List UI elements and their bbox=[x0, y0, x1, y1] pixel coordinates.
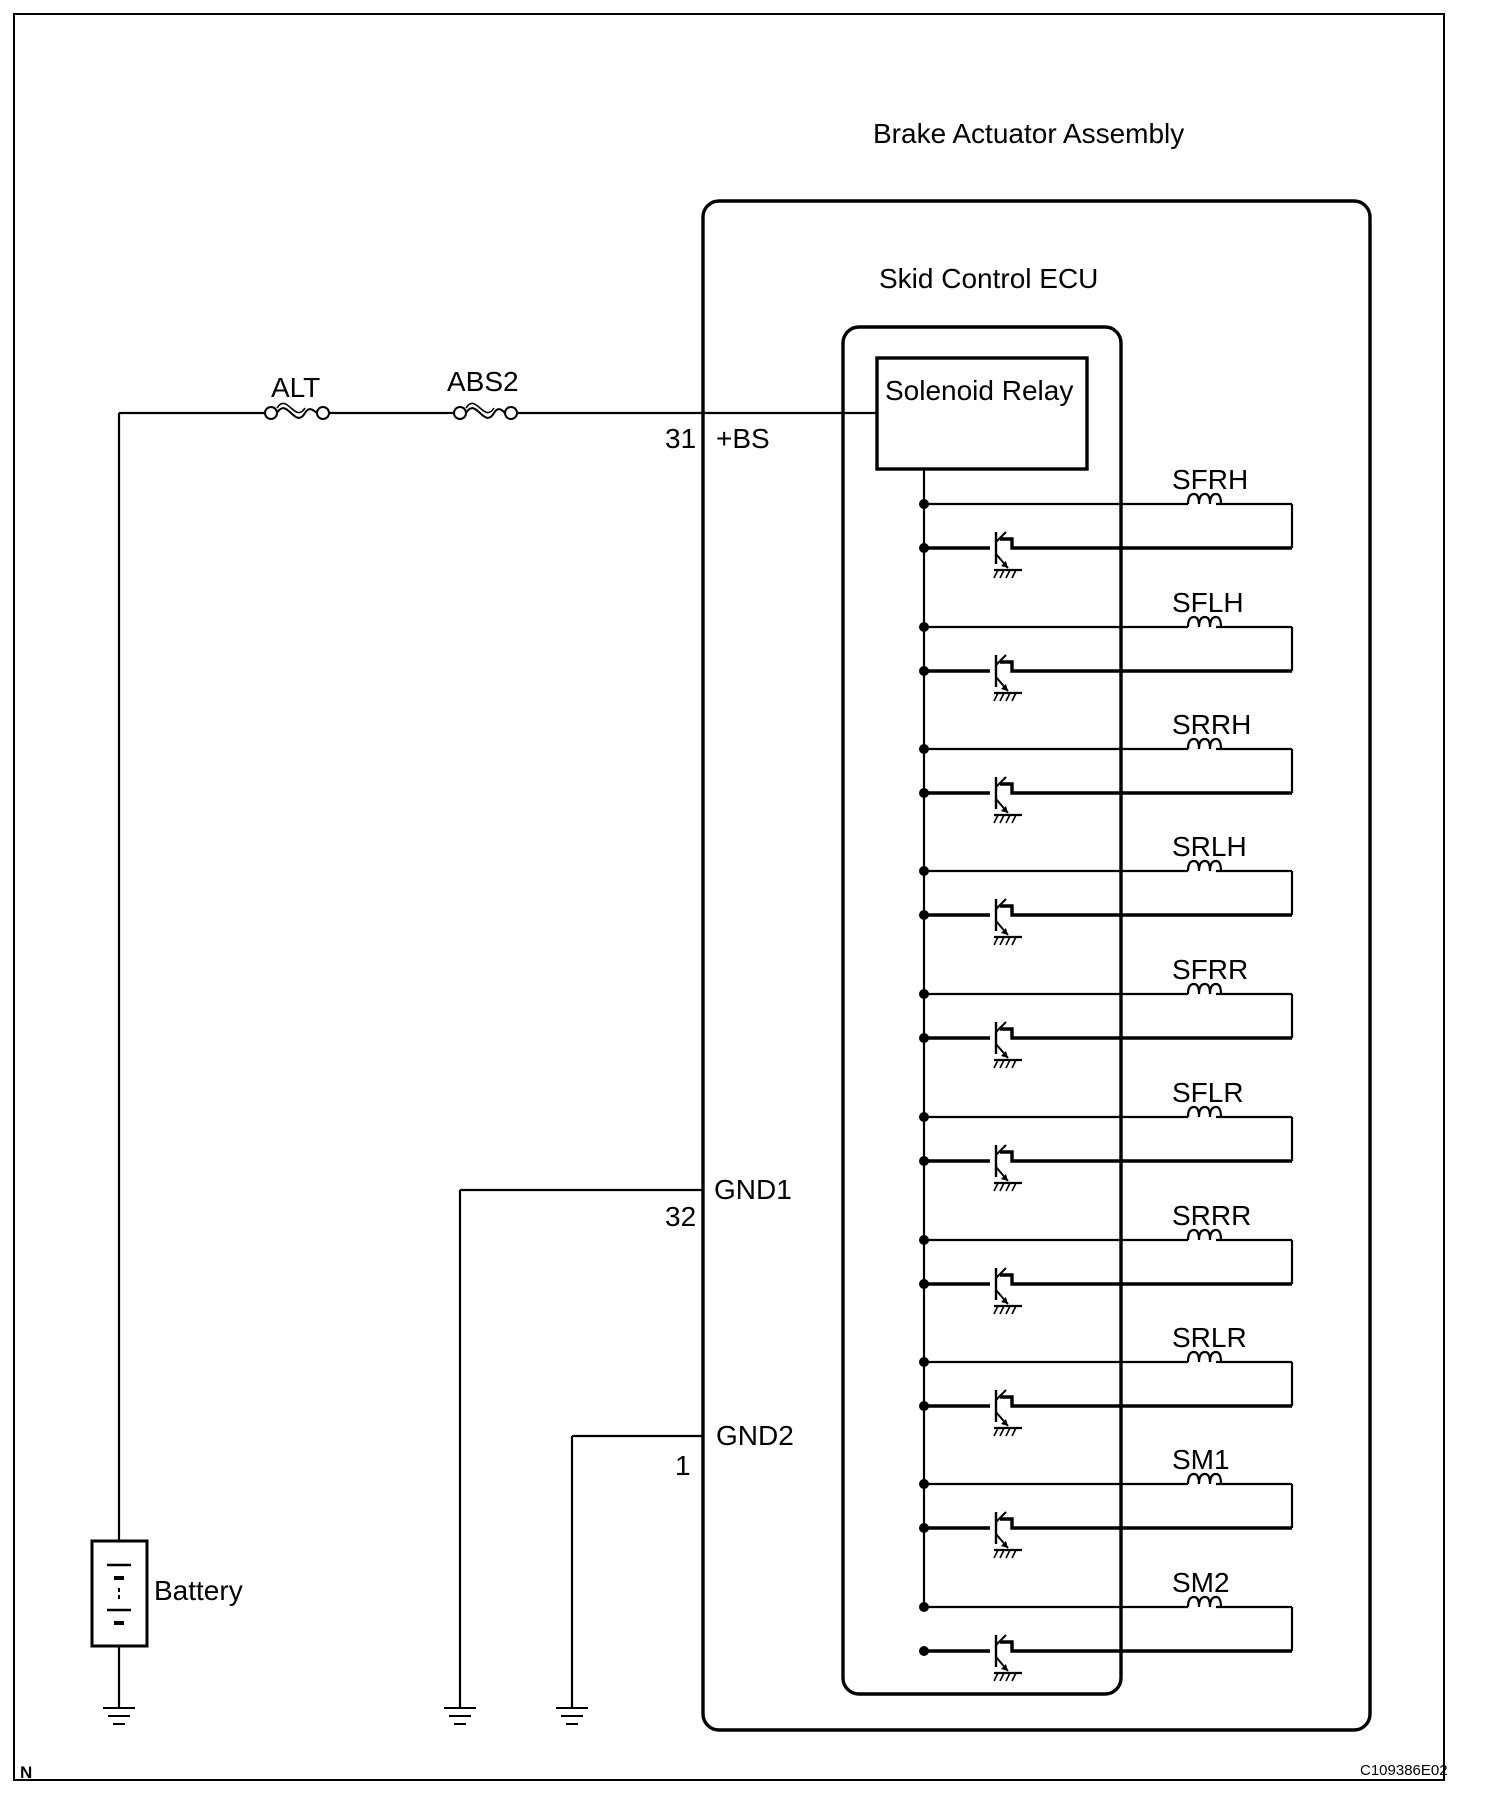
skid-control-ecu-box bbox=[841, 325, 1123, 1696]
solenoid-channel-sm2: SM2 bbox=[919, 1567, 1294, 1682]
battery-ground-icon bbox=[103, 1707, 135, 1725]
transistor-ground-icon bbox=[993, 568, 1022, 579]
gnd1-terminal-label: GND1 bbox=[714, 1174, 792, 1205]
transistor-icon bbox=[994, 531, 1009, 569]
junction-dot bbox=[919, 622, 929, 632]
transistor-ground-icon bbox=[993, 691, 1022, 702]
transistor-ground-icon bbox=[993, 813, 1022, 824]
transistor-ground-icon bbox=[993, 1058, 1022, 1069]
ecu-title: Skid Control ECU bbox=[879, 263, 1098, 294]
alt-fuse-icon bbox=[264, 402, 330, 420]
solenoid-channel-sfrr: SFRR bbox=[919, 954, 1294, 1069]
junction-dot bbox=[919, 788, 929, 798]
transistor-ground-icon bbox=[993, 1671, 1022, 1682]
solenoid-channel-srlr: SRLR bbox=[919, 1322, 1294, 1437]
junction-dot bbox=[919, 666, 929, 676]
junction-dot bbox=[919, 1235, 929, 1245]
transistor-icon bbox=[994, 776, 1009, 814]
assembly-title: Brake Actuator Assembly bbox=[873, 118, 1184, 149]
gnd1-pin-number: 32 bbox=[665, 1201, 696, 1232]
gnd2-ground-icon bbox=[556, 1707, 588, 1725]
junction-dot bbox=[919, 1112, 929, 1122]
corner-code-right: C109386E02 bbox=[1360, 1762, 1448, 1779]
solenoid-channel-sflh: SFLH bbox=[919, 587, 1294, 702]
transistor-icon bbox=[994, 898, 1009, 936]
junction-dot bbox=[919, 1523, 929, 1533]
solenoid-label: SFLR bbox=[1172, 1077, 1244, 1108]
solenoid-coil-icon bbox=[1186, 859, 1223, 876]
solenoid-coil-icon bbox=[1186, 1472, 1223, 1489]
solenoid-coil-icon bbox=[1186, 1350, 1223, 1367]
diagram-frame bbox=[13, 13, 1445, 1781]
transistor-icon bbox=[994, 1634, 1009, 1672]
junction-dot bbox=[919, 1646, 929, 1656]
junction-dot bbox=[919, 543, 929, 553]
junction-dot bbox=[919, 1033, 929, 1043]
corner-code-left: N bbox=[20, 1763, 32, 1782]
solenoid-label: SFRH bbox=[1172, 464, 1248, 495]
junction-dot bbox=[919, 866, 929, 876]
solenoid-label: SM2 bbox=[1172, 1567, 1230, 1598]
solenoid-channel-sflr: SFLR bbox=[919, 1077, 1294, 1192]
solenoid-channel-sm1: SM1 bbox=[919, 1444, 1294, 1559]
transistor-icon bbox=[994, 1267, 1009, 1305]
transistor-ground-icon bbox=[993, 1548, 1022, 1559]
transistor-icon bbox=[994, 1389, 1009, 1427]
solenoid-coil-icon bbox=[1186, 492, 1223, 509]
gnd2-pin-number: 1 bbox=[675, 1450, 691, 1481]
transistor-icon bbox=[994, 1144, 1009, 1182]
junction-dot bbox=[919, 1479, 929, 1489]
solenoid-coil-icon bbox=[1186, 1105, 1223, 1122]
alt-fuse-label: ALT bbox=[271, 372, 320, 403]
battery-icon bbox=[90, 1539, 149, 1648]
solenoid-channel-sfrh: SFRH bbox=[919, 464, 1294, 579]
junction-dot bbox=[919, 1357, 929, 1367]
transistor-icon bbox=[994, 1021, 1009, 1059]
solenoid-label: SRRH bbox=[1172, 709, 1251, 740]
gnd1-ground-icon bbox=[444, 1707, 476, 1725]
bs-pin-number: 31 bbox=[665, 423, 696, 454]
solenoid-coil-icon bbox=[1186, 1595, 1223, 1612]
solenoid-coil-icon bbox=[1186, 1228, 1223, 1245]
solenoid-coil-icon bbox=[1186, 737, 1223, 754]
junction-dot bbox=[919, 499, 929, 509]
transistor-ground-icon bbox=[993, 935, 1022, 946]
transistor-ground-icon bbox=[993, 1304, 1022, 1315]
solenoid-label: SM1 bbox=[1172, 1444, 1230, 1475]
brake-actuator-assembly-box bbox=[701, 199, 1372, 1732]
junction-dot bbox=[919, 1279, 929, 1289]
solenoid-channel-srlh: SRLH bbox=[919, 831, 1294, 946]
transistor-ground-icon bbox=[993, 1426, 1022, 1437]
junction-dot bbox=[919, 1156, 929, 1166]
transistor-icon bbox=[994, 654, 1009, 692]
solenoid-channel-srrh: SRRH bbox=[919, 709, 1294, 824]
junction-dot bbox=[919, 1401, 929, 1411]
solenoid-relay-box bbox=[875, 356, 1089, 471]
junction-dot bbox=[919, 910, 929, 920]
abs2-fuse-label: ABS2 bbox=[447, 366, 519, 397]
solenoid-label: SRLH bbox=[1172, 831, 1247, 862]
junction-dot bbox=[919, 989, 929, 999]
junction-dot bbox=[919, 744, 929, 754]
solenoid-coil-icon bbox=[1186, 615, 1223, 632]
solenoid-coil-icon bbox=[1186, 982, 1223, 999]
solenoid-label: SRLR bbox=[1172, 1322, 1247, 1353]
gnd2-terminal-label: GND2 bbox=[716, 1420, 794, 1451]
abs2-fuse-icon bbox=[453, 402, 518, 420]
junction-dot bbox=[919, 1602, 929, 1612]
battery-label: Battery bbox=[154, 1575, 243, 1606]
solenoid-channel-srrr: SRRR bbox=[919, 1200, 1294, 1315]
bs-terminal-label: +BS bbox=[716, 423, 770, 454]
solenoid-label: SRRR bbox=[1172, 1200, 1251, 1231]
solenoid-label: SFRR bbox=[1172, 954, 1248, 985]
transistor-ground-icon bbox=[993, 1181, 1022, 1192]
transistor-icon bbox=[994, 1511, 1009, 1549]
relay-label: Solenoid Relay bbox=[885, 375, 1073, 406]
solenoid-label: SFLH bbox=[1172, 587, 1244, 618]
